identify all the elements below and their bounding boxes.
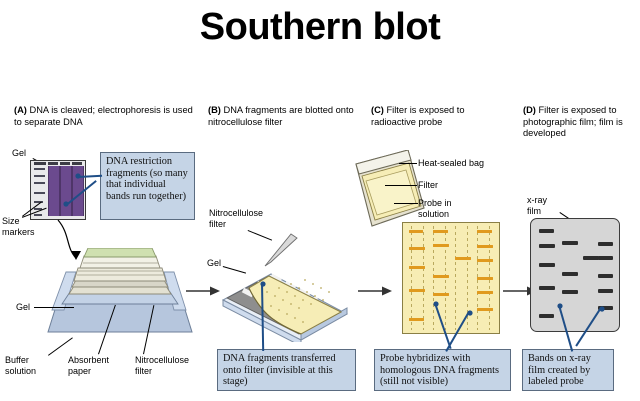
hybridized-band (455, 257, 471, 261)
panel-d-heading-text: Filter is exposed to photographic film; … (523, 105, 623, 138)
heat-sealed-bag-label: Heat-sealed bag (418, 158, 485, 168)
hybridized-band (477, 230, 492, 234)
panel-b-leader-dot (260, 281, 266, 287)
autorad-band (598, 242, 613, 246)
marker-band (34, 214, 42, 216)
autorad-band (562, 272, 578, 276)
size-markers-label: Size markers (2, 216, 35, 237)
arrow-a-to-b (186, 286, 220, 296)
panel-a-callout: DNA restriction fragments (so many that … (100, 152, 195, 220)
panel-d-tag: (D) (523, 105, 536, 115)
marker-band (34, 192, 45, 194)
callout-leader-dot (63, 201, 69, 207)
hybridized-band (409, 266, 425, 270)
absorbent-paper-label: Absorbent paper (68, 355, 110, 376)
autorad-band (539, 229, 554, 233)
buffer-leader (48, 337, 73, 356)
blotting-stack (47, 248, 193, 333)
panel-c-leader-dot (433, 301, 439, 307)
figure-title: Southern blot (199, 6, 441, 48)
panel-a-heading: (A) DNA is cleaved; electrophoresis is u… (14, 105, 199, 128)
panel-b-heading-text: DNA fragments are blotted onto nitrocell… (208, 105, 354, 127)
hybridized-band (477, 308, 493, 312)
hybridized-band (477, 291, 493, 295)
probe-leader (394, 203, 418, 204)
autorad-band (598, 274, 613, 278)
panel-c-leader-dot (467, 310, 473, 316)
callout-leader-dot (75, 173, 81, 179)
panel-a-tag: (A) (14, 105, 27, 115)
autorad-band (598, 289, 613, 293)
panel-c-heading-text: Filter is exposed to radioactive probe (371, 105, 465, 127)
hybridized-band (409, 247, 425, 251)
hybridized-band (433, 293, 449, 297)
panel-b-tag: (B) (208, 105, 221, 115)
hybridized-band (433, 244, 449, 248)
marker-band (34, 175, 45, 177)
probe-in-solution-label: Probe in solution (418, 198, 452, 219)
autorad-band (539, 314, 554, 318)
arrow-b-to-c (358, 286, 392, 296)
hybridized-band (477, 259, 493, 263)
autorad-band (598, 306, 613, 310)
panel-c-tag: (C) (371, 105, 384, 115)
hybridized-band (477, 245, 493, 249)
autorad-band (539, 263, 555, 267)
autorad-band (562, 290, 578, 294)
autorad-band (539, 244, 555, 248)
hybridized-band (409, 289, 425, 293)
marker-band (34, 208, 42, 210)
hybridized-band (433, 230, 448, 234)
panel-b-heading: (B) DNA fragments are blotted onto nitro… (208, 105, 358, 128)
marker-band (34, 168, 45, 170)
autorad-band (539, 286, 555, 290)
marker-band (34, 182, 45, 184)
hybridized-band (409, 318, 424, 322)
nitrocellulose-filter-label-b: Nitrocellulose filter (209, 208, 264, 229)
autorad-band (583, 256, 599, 260)
panel-d-callout: Bands on x-ray film created by labeled p… (522, 349, 614, 391)
xray-film-label: x-ray film (527, 195, 547, 216)
hybridized-band (433, 275, 449, 279)
filter-label-c: Filter (418, 180, 438, 190)
panel-b-gel-label: Gel (207, 258, 222, 268)
nitrocellulose-filter-label-a: Nitrocellulose filter (135, 355, 190, 376)
panel-d-leader-dot (557, 303, 563, 309)
probed-filter (402, 222, 500, 334)
hybridized-band (477, 277, 493, 281)
hybridized-band (409, 230, 423, 234)
panel-a-gel-label: Gel (12, 148, 27, 158)
panel-d-heading: (D) Filter is exposed to photographic fi… (523, 105, 635, 140)
panel-c-heading: (C) Filter is exposed to radioactive pro… (371, 105, 501, 128)
gel-to-stack-arrow (57, 219, 81, 260)
buffer-solution-label: Buffer solution (5, 355, 37, 376)
stack-gel-label: Gel (16, 302, 31, 312)
panel-c-callout: Probe hybridizes with homologous DNA fra… (374, 349, 511, 391)
xray-film (530, 218, 620, 332)
agarose-gel (30, 160, 86, 220)
marker-band (34, 201, 43, 203)
dna-smear-lane (48, 166, 60, 216)
panel-b-blot (221, 233, 349, 342)
autorad-band (562, 241, 578, 245)
autorad-band (598, 256, 613, 260)
panel-a-heading-text: DNA is cleaved; electrophoresis is used … (14, 105, 193, 127)
panel-d-leader-dot (599, 306, 605, 312)
stack-gel-leader (34, 307, 74, 308)
bag-leader (399, 163, 417, 164)
panel-b-callout: DNA fragments transferred onto filter (i… (217, 349, 356, 391)
filter-leader-c (385, 185, 417, 186)
